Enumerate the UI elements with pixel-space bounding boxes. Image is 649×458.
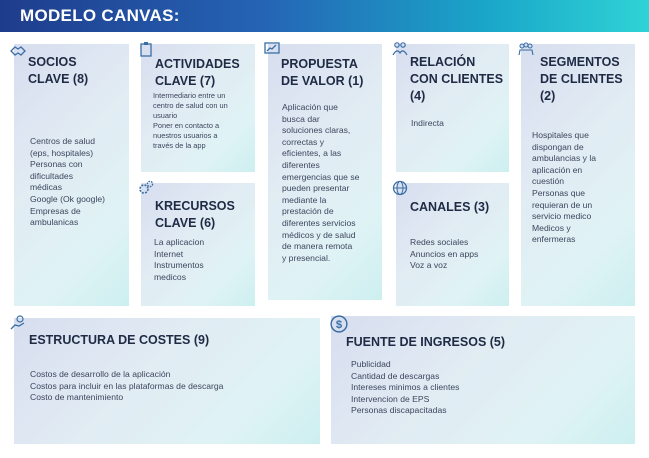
page-title: MODELO CANVAS: (20, 6, 180, 25)
header-banner: MODELO CANVAS: (0, 0, 649, 32)
dollar-circle-icon: $ (330, 315, 348, 333)
clipboard-icon (138, 41, 154, 57)
hand-coin-icon (10, 315, 26, 331)
svg-text:$: $ (336, 319, 343, 331)
handshake-icon (10, 43, 26, 59)
gears-icon (138, 180, 154, 196)
people-icon (392, 41, 408, 57)
socios-text: Centros de salud(eps, hospitales)Persona… (30, 136, 105, 228)
ingresos-title: FUENTE DE INGRESOS (5) (346, 335, 506, 349)
group-icon (518, 41, 534, 57)
relacion-text: Indirecta (411, 118, 444, 128)
canales-title: CANALES (3) (410, 200, 490, 214)
presentation-chart-icon (264, 41, 280, 57)
globe-icon (392, 180, 408, 196)
estructura-costes-box: ESTRUCTURA DE COSTES (9) Costos de desar… (10, 315, 320, 444)
costes-title: ESTRUCTURA DE COSTES (9) (29, 333, 210, 347)
